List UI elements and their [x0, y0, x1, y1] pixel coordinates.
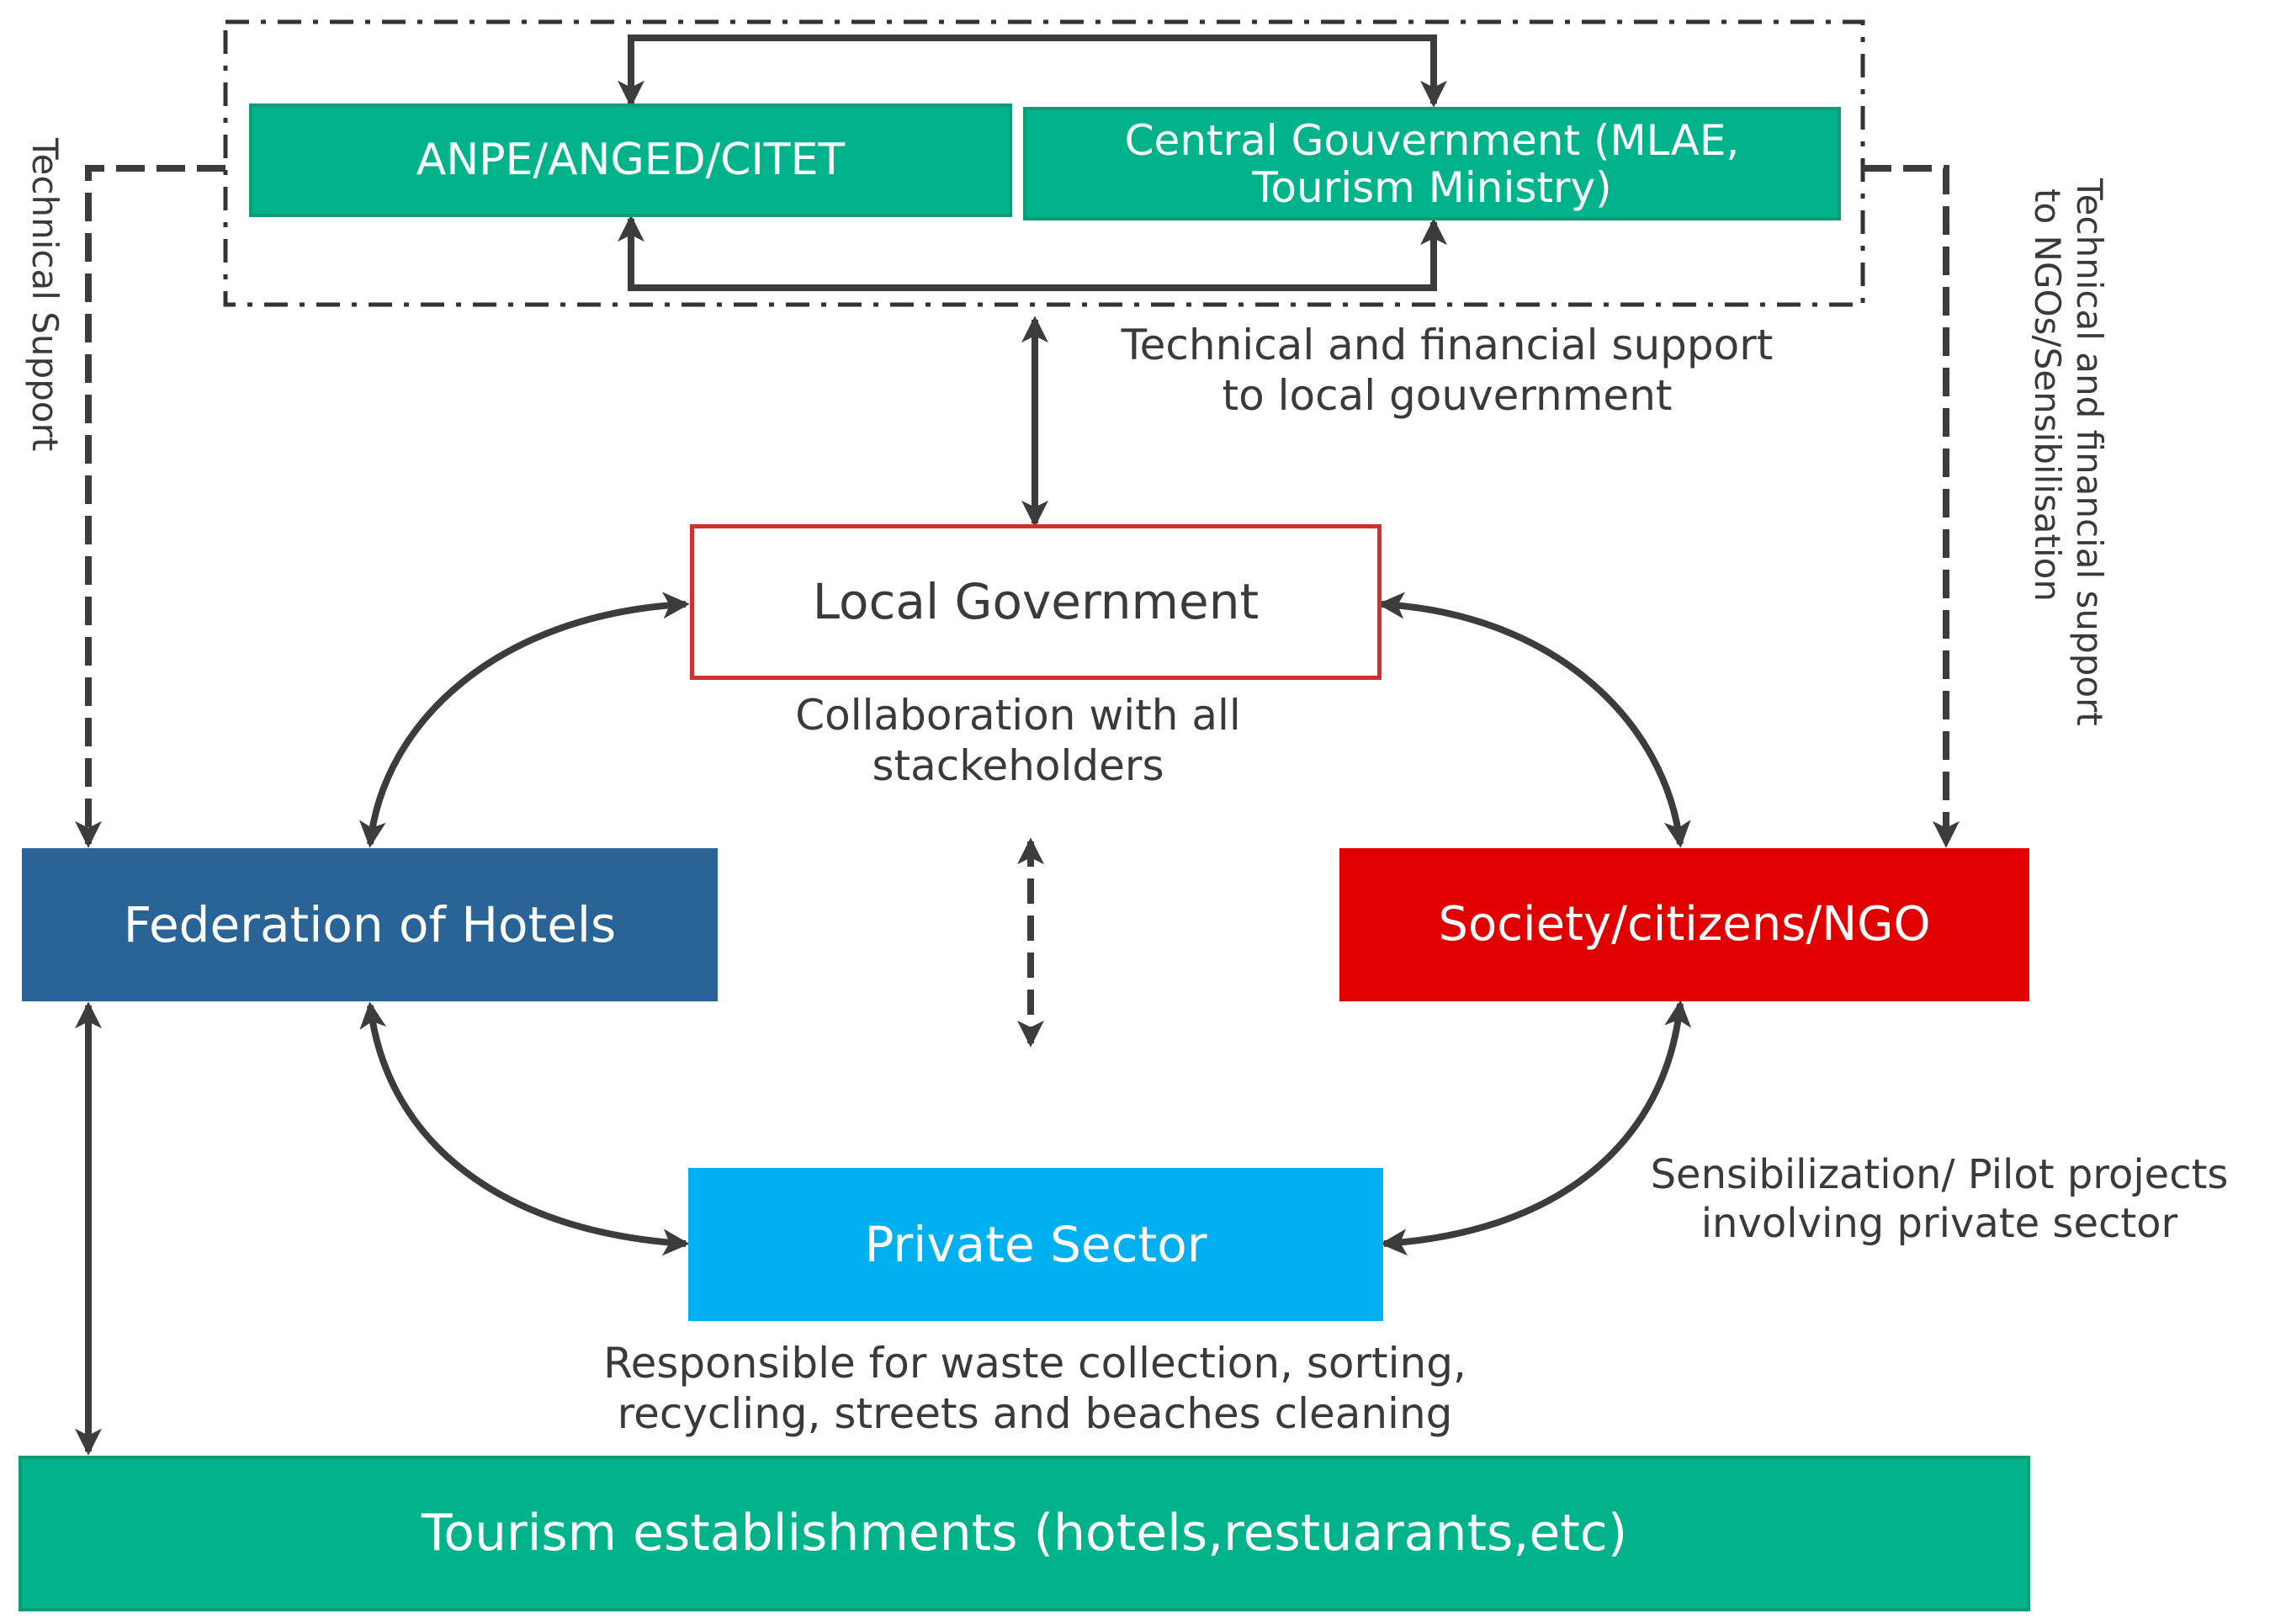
private-sector-responsibility-line1: Responsible for waste collection, sortin… — [603, 1339, 1466, 1388]
arrow-anpe-central-top — [618, 34, 1447, 108]
arrow-technical-support-federation — [75, 165, 225, 848]
tech-fin-support-ngo-label: Technical and financial support to NGOs/… — [2025, 178, 2110, 726]
central-group-boundary — [223, 19, 1865, 307]
tech-fin-support-local-line1: Technical and financial support — [1121, 321, 1774, 369]
collaboration-line2: stackeholders — [872, 741, 1164, 790]
tech-fin-support-local-line2: to local gouvernment — [1222, 371, 1673, 420]
arrow-technical-support-society — [1863, 165, 1960, 848]
collaboration-line1: Collaboration with all — [795, 691, 1241, 740]
tourism-establishments-box: Tourism establishments (hotels,restuaran… — [19, 1456, 2030, 1611]
collaboration-label: Collaboration with all stackeholders — [715, 690, 1321, 791]
arrow-society-private — [1380, 1000, 1692, 1256]
arrow-federation-private — [359, 1001, 690, 1256]
private-sector-responsibility-label: Responsible for waste collection, sortin… — [547, 1338, 1523, 1439]
arrow-local-federation — [358, 592, 690, 848]
sensibilization-label: Sensibilization/ Pilot projects involvin… — [1615, 1151, 2263, 1248]
private-sector-label: Private Sector — [864, 1215, 1207, 1273]
sensibilization-line2: involving private sector — [1700, 1199, 2178, 1247]
arrow-local-society — [1377, 592, 1691, 848]
local-government-box: Local Government — [690, 524, 1382, 680]
sensibilization-line1: Sensibilization/ Pilot projects — [1650, 1151, 2229, 1198]
central-government-label-line2: Tourism Ministry) — [1252, 162, 1612, 212]
tech-fin-support-ngo-line2: to NGOs/Sensibilisation — [2026, 188, 2068, 602]
tourism-establishments-label: Tourism establishments (hotels,restuaran… — [421, 1503, 1628, 1563]
central-government-label-line1: Central Gouvernment (MLAE, — [1124, 115, 1740, 165]
tech-fin-support-local-label: Technical and financial support to local… — [1085, 320, 1809, 421]
local-government-label: Local Government — [812, 573, 1260, 631]
society-label: Society/citizens/NGO — [1438, 896, 1931, 952]
private-sector-box: Private Sector — [688, 1168, 1383, 1321]
anpe-label: ANPE/ANGED/CITET — [416, 135, 846, 186]
private-sector-responsibility-line2: recycling, streets and beaches cleaning — [617, 1389, 1453, 1438]
arrow-anpe-central-bottom — [618, 215, 1447, 291]
central-government-box: Central Gouvernment (MLAE, Tourism Minis… — [1023, 107, 1841, 220]
anpe-box: ANPE/ANGED/CITET — [249, 103, 1012, 217]
society-box: Society/citizens/NGO — [1339, 848, 2029, 1001]
tech-fin-support-ngo-line1: Technical and financial support — [2069, 178, 2110, 726]
technical-support-label: Technical Support — [24, 138, 66, 452]
federation-of-hotels-label: Federation of Hotels — [123, 895, 617, 953]
federation-of-hotels-box: Federation of Hotels — [22, 848, 718, 1001]
